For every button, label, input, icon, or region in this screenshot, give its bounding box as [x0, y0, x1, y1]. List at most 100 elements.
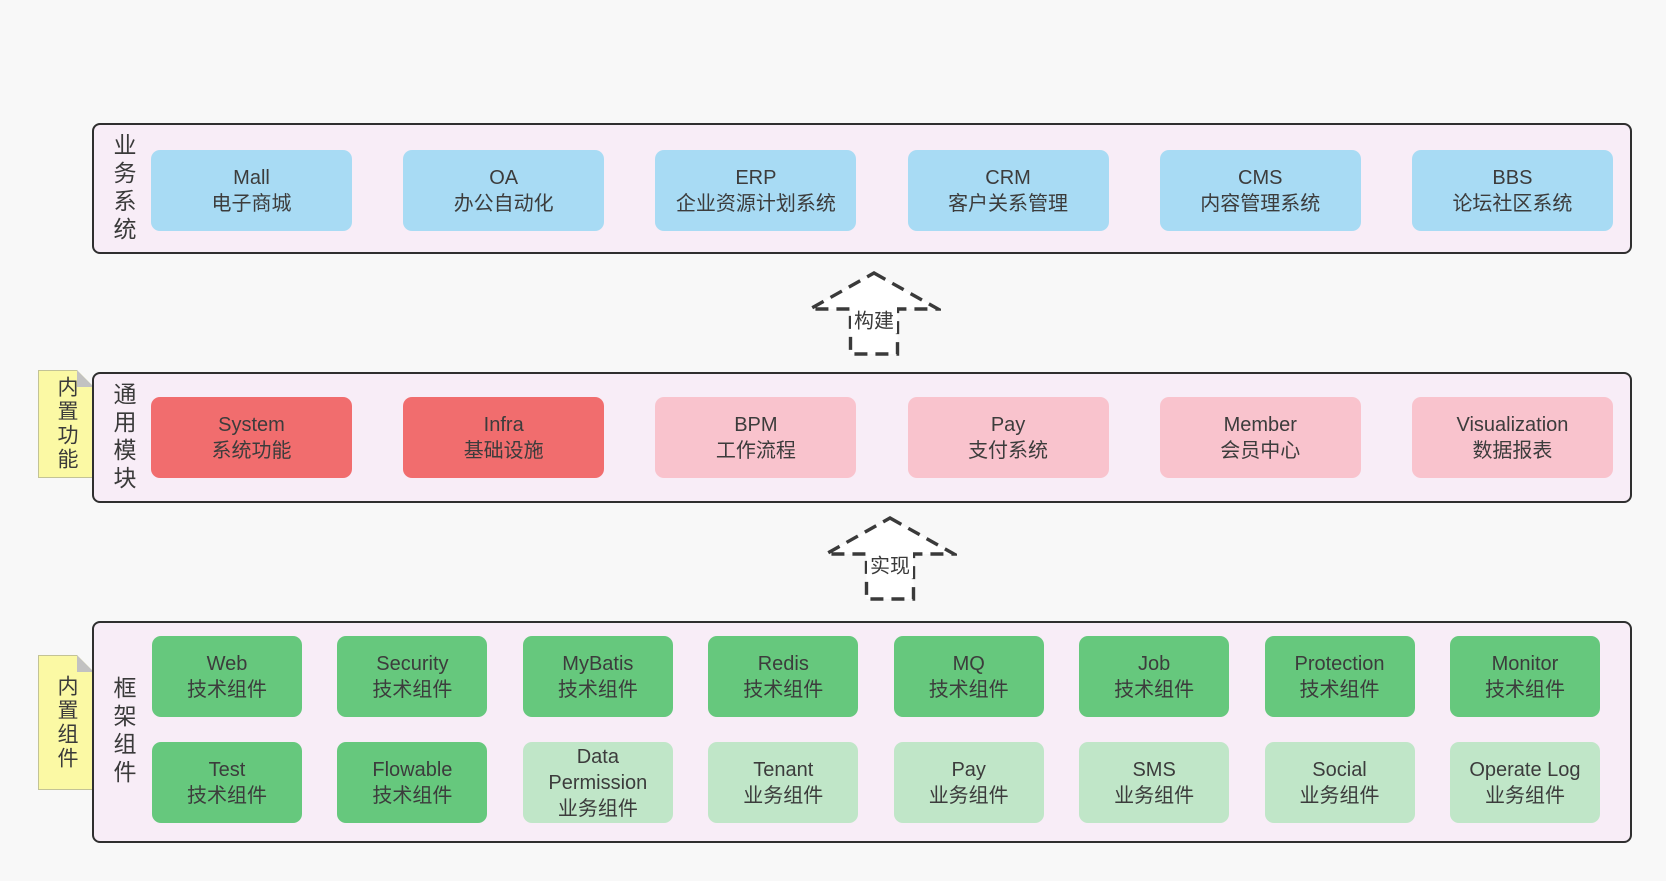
- box-member: Member 会员中心: [1159, 397, 1361, 478]
- box-subtitle: 技术组件: [557, 678, 638, 701]
- box-protection: Protection 技术组件: [1264, 636, 1415, 717]
- box-subtitle: 系统功能: [211, 439, 292, 462]
- box-subtitle: 业务组件: [1299, 784, 1380, 807]
- box-oa: OA 办公自动化: [403, 150, 605, 231]
- box-subtitle: 业务组件: [743, 784, 824, 807]
- box-visualization: Visualization 数据报表: [1411, 397, 1613, 478]
- band-label: 框架组件: [110, 676, 136, 788]
- box-name: Data Permission: [548, 745, 648, 794]
- box-name: Social: [1312, 758, 1367, 781]
- box-name: System: [218, 413, 285, 436]
- box-name: SMS: [1132, 758, 1176, 781]
- box-subtitle: 数据报表: [1472, 439, 1553, 462]
- box-name: CMS: [1238, 166, 1283, 189]
- box-social: Social 业务组件: [1264, 742, 1415, 823]
- box-cms: CMS 内容管理系统: [1159, 150, 1361, 231]
- band-common-modules: 通用模块 System 系统功能 Infra 基础设施 BPM 工作流程 Pay…: [92, 372, 1632, 503]
- box-system: System 系统功能: [151, 397, 352, 478]
- band-business-systems: 业务系统 Mall 电子商城 OA 办公自动化 ERP 企业资源计划系统 CRM…: [92, 123, 1632, 254]
- box-subtitle: 业务组件: [928, 784, 1009, 807]
- box-name: BBS: [1492, 166, 1533, 189]
- band-row: Web 技术组件 Security 技术组件 MyBatis 技术组件 Redi…: [152, 636, 1600, 717]
- box-subtitle: 技术组件: [372, 784, 453, 807]
- box-subtitle: 技术组件: [1114, 678, 1195, 701]
- sticky-note-built-in-components: 内置组件: [38, 655, 94, 790]
- box-bbs: BBS 论坛社区系统: [1411, 150, 1613, 231]
- box-monitor: Monitor 技术组件: [1449, 636, 1600, 717]
- box-pay-module: Pay 支付系统: [907, 397, 1109, 478]
- box-operate-log: Operate Log 业务组件: [1449, 742, 1600, 823]
- box-name: Protection: [1294, 652, 1385, 675]
- box-subtitle: 技术组件: [743, 678, 824, 701]
- box-sms: SMS 业务组件: [1079, 742, 1230, 823]
- box-crm: CRM 客户关系管理: [907, 150, 1109, 231]
- box-name: MyBatis: [562, 652, 634, 675]
- box-name: ERP: [735, 166, 777, 189]
- box-name: Visualization: [1456, 413, 1569, 436]
- box-subtitle: 技术组件: [372, 678, 453, 701]
- box-job: Job 技术组件: [1079, 636, 1230, 717]
- box-name: BPM: [734, 413, 778, 436]
- box-subtitle: 论坛社区系统: [1452, 192, 1573, 215]
- box-name: Pay: [951, 758, 986, 781]
- arrow-implement: 实现: [823, 515, 957, 603]
- box-subtitle: 客户关系管理: [948, 192, 1069, 215]
- box-name: Pay: [990, 413, 1026, 436]
- box-test: Test 技术组件: [152, 742, 302, 823]
- arrow-label: 构建: [851, 304, 897, 334]
- box-subtitle: 业务组件: [557, 797, 638, 820]
- box-tenant: Tenant 业务组件: [708, 742, 859, 823]
- box-name: MQ: [952, 652, 985, 675]
- box-subtitle: 技术组件: [1484, 678, 1565, 701]
- box-subtitle: 基础设施: [463, 439, 544, 462]
- band-label: 通用模块: [110, 381, 136, 494]
- box-mall: Mall 电子商城: [151, 150, 352, 231]
- box-infra: Infra 基础设施: [403, 397, 605, 478]
- band-row: Test 技术组件 Flowable 技术组件 Data Permission …: [152, 742, 1600, 823]
- box-name: Infra: [483, 413, 524, 436]
- box-mybatis: MyBatis 技术组件: [522, 636, 673, 717]
- band-row: Mall 电子商城 OA 办公自动化 ERP 企业资源计划系统 CRM 客户关系…: [151, 150, 1613, 231]
- arrow-build: 构建: [807, 270, 941, 358]
- box-name: Mall: [233, 166, 270, 189]
- box-subtitle: 内容管理系统: [1200, 192, 1321, 215]
- box-subtitle: 业务组件: [1114, 784, 1195, 807]
- arrow-label: 实现: [867, 549, 913, 579]
- sticky-note-text: 内置组件: [55, 674, 78, 771]
- box-pay-component: Pay 业务组件: [893, 742, 1044, 823]
- box-name: Tenant: [753, 758, 814, 781]
- box-name: CRM: [985, 166, 1031, 189]
- box-redis: Redis 技术组件: [708, 636, 859, 717]
- sticky-note-built-in-features: 内置功能: [38, 370, 94, 478]
- box-mq: MQ 技术组件: [893, 636, 1044, 717]
- box-name: Member: [1223, 413, 1297, 436]
- box-subtitle: 技术组件: [187, 678, 267, 701]
- box-name: Job: [1137, 652, 1171, 675]
- box-subtitle: 技术组件: [928, 678, 1009, 701]
- box-subtitle: 电子商城: [211, 192, 292, 215]
- box-subtitle: 办公自动化: [453, 192, 554, 215]
- box-subtitle: 业务组件: [1484, 784, 1565, 807]
- box-security: Security 技术组件: [337, 636, 488, 717]
- box-name: Operate Log: [1469, 758, 1581, 781]
- box-name: Monitor: [1491, 652, 1559, 675]
- box-name: Test: [208, 758, 246, 781]
- box-subtitle: 企业资源计划系统: [675, 192, 836, 215]
- box-name: Flowable: [372, 758, 453, 781]
- box-subtitle: 技术组件: [1299, 678, 1380, 701]
- box-flowable: Flowable 技术组件: [337, 742, 488, 823]
- band-label: 业务系统: [110, 132, 136, 245]
- box-name: Web: [206, 652, 248, 675]
- box-web: Web 技术组件: [152, 636, 302, 717]
- box-subtitle: 技术组件: [187, 784, 267, 807]
- box-name: OA: [489, 166, 519, 189]
- box-subtitle: 支付系统: [968, 439, 1049, 462]
- box-subtitle: 工作流程: [715, 439, 796, 462]
- box-name: Security: [376, 652, 449, 675]
- box-data-permission: Data Permission 业务组件: [522, 742, 673, 823]
- box-name: Redis: [757, 652, 809, 675]
- sticky-note-text: 内置功能: [55, 376, 78, 472]
- box-erp: ERP 企业资源计划系统: [655, 150, 857, 231]
- band-row: System 系统功能 Infra 基础设施 BPM 工作流程 Pay 支付系统…: [151, 397, 1613, 478]
